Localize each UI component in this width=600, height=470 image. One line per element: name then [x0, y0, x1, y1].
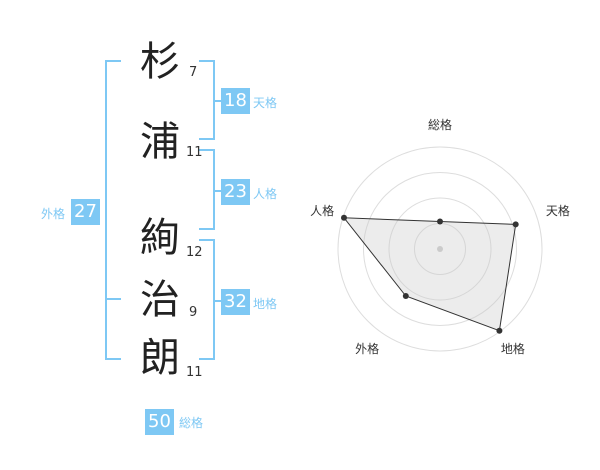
tenkaku-label: 天格 — [253, 96, 278, 110]
radar-ring — [363, 172, 517, 326]
radar-ring — [388, 197, 492, 301]
name-char-3: 絢 — [140, 215, 180, 261]
radar-series-polygon — [342, 217, 517, 332]
radar-point-3 — [496, 327, 503, 334]
name-char-1: 杉 — [140, 39, 180, 85]
radar-axis-label-2: 天格 — [545, 203, 570, 218]
soukaku-value: 50 — [145, 409, 174, 435]
radar-point-5 — [341, 214, 347, 221]
gaikaku-value: 27 — [71, 199, 100, 225]
gaikaku-label: 外格 — [41, 207, 66, 221]
tenkaku-value: 18 — [221, 88, 250, 114]
radar-axis-label-4: 外格 — [355, 342, 380, 357]
stroke-count-3: 12 — [186, 245, 203, 260]
radar-center — [437, 246, 443, 252]
name-char-2: 浦 — [140, 119, 180, 165]
stroke-count-1: 7 — [189, 65, 198, 80]
jinkaku-bracket — [199, 149, 215, 230]
chikaku-label: 地格 — [253, 297, 278, 311]
radar-axis-label-1: 総格 — [427, 118, 453, 132]
soukaku-label: 総格 — [179, 416, 204, 430]
gaikaku-bracket — [105, 60, 121, 360]
name-char-5: 朗 — [140, 335, 180, 381]
radar-axis-label-5: 人格 — [310, 203, 335, 218]
stroke-count-5: 11 — [186, 365, 203, 380]
chikaku-bracket — [199, 239, 215, 360]
name-char-4: 治 — [140, 277, 180, 323]
radar-ring — [337, 146, 543, 352]
stroke-count-2: 11 — [186, 145, 203, 160]
chikaku-value: 32 — [221, 289, 250, 315]
radar-point-1 — [437, 218, 443, 225]
radar-point-4 — [402, 293, 409, 299]
radar-point-2 — [512, 221, 519, 228]
radar-axis-label-3: 地格 — [500, 342, 525, 357]
jinkaku-value: 23 — [221, 179, 250, 205]
stroke-count-4: 9 — [189, 305, 198, 320]
jinkaku-label: 人格 — [253, 187, 278, 201]
